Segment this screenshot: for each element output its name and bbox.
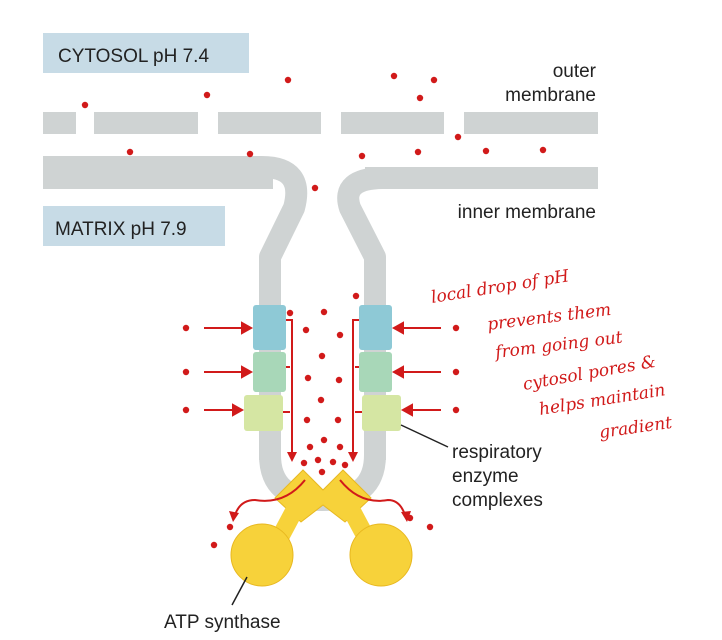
complexes-leader xyxy=(400,424,449,448)
complexes-label-line1: respiratory xyxy=(452,442,542,463)
outer-membrane-label-line2: membrane xyxy=(505,85,596,106)
matrix-label: MATRIX pH 7.9 xyxy=(55,219,187,240)
complex-1-right xyxy=(359,305,392,350)
complex-3-left xyxy=(244,395,283,431)
complex-1-left xyxy=(253,305,286,350)
lumen-arrows xyxy=(283,319,362,455)
atp-synthase xyxy=(230,469,413,587)
note-line-2: prevents them xyxy=(486,300,612,335)
note-line-1: local drop of pH xyxy=(430,266,572,308)
outer-membrane xyxy=(43,112,598,134)
note-line-3: from going out xyxy=(492,327,624,363)
proton-pump-arrows xyxy=(204,321,441,417)
lumen-arrowheads xyxy=(287,452,358,462)
note-line-6: gradient xyxy=(598,413,674,443)
matrix-label-box xyxy=(43,206,225,246)
cytosol-label-box xyxy=(43,33,249,73)
synthase-arrowheads xyxy=(229,511,411,522)
outer-membrane-label-line1: outer xyxy=(553,61,597,82)
atp-synthase-label: ATP synthase xyxy=(164,612,281,633)
complex-3-right xyxy=(362,395,401,431)
cytosol-label: CYTOSOL pH 7.4 xyxy=(58,46,209,67)
protons xyxy=(81,72,547,549)
synthase-arrows xyxy=(234,479,406,516)
respiratory-complexes xyxy=(244,305,401,431)
complex-2-right xyxy=(359,352,392,392)
complexes-label-line3: complexes xyxy=(452,490,543,511)
atp-synthase-leader xyxy=(231,576,248,606)
complex-2-left xyxy=(253,352,286,392)
inner-membrane-label: inner membrane xyxy=(458,202,596,223)
complexes-label-line2: enzyme xyxy=(452,466,519,487)
handwritten-annotation: local drop of pH prevents them from goin… xyxy=(430,266,674,443)
